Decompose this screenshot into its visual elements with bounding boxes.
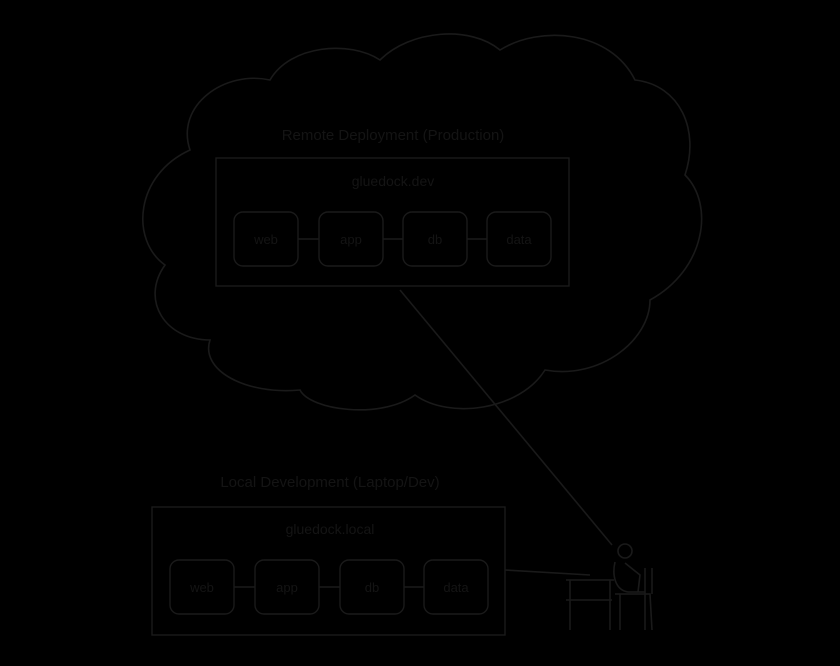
remote-host-box bbox=[215, 157, 570, 287]
local-service-label: db bbox=[365, 580, 379, 595]
local-service-label: app bbox=[276, 580, 298, 595]
remote-deployment: Remote Deployment (Production) gluedock.… bbox=[215, 127, 570, 287]
remote-service-label: data bbox=[506, 232, 532, 247]
cloud-icon bbox=[142, 33, 703, 411]
local-host-box bbox=[151, 506, 506, 636]
remote-service-label: app bbox=[340, 232, 362, 247]
remote-service-label: db bbox=[428, 232, 442, 247]
remote-title: Remote Deployment (Production) bbox=[282, 127, 505, 144]
remote-service-label: web bbox=[253, 232, 278, 247]
developer-to-local-connector bbox=[504, 569, 591, 576]
local-development: Local Development (Laptop/Dev) gluedock.… bbox=[151, 474, 506, 636]
local-title: Local Development (Laptop/Dev) bbox=[220, 474, 439, 491]
developer-at-desk-icon bbox=[566, 543, 653, 631]
local-service-label: web bbox=[189, 580, 214, 595]
remote-host-label: gluedock.dev bbox=[352, 173, 435, 189]
developer-to-remote-connector bbox=[399, 289, 613, 546]
local-host-label: gluedock.local bbox=[286, 521, 375, 537]
local-service-label: data bbox=[443, 580, 469, 595]
